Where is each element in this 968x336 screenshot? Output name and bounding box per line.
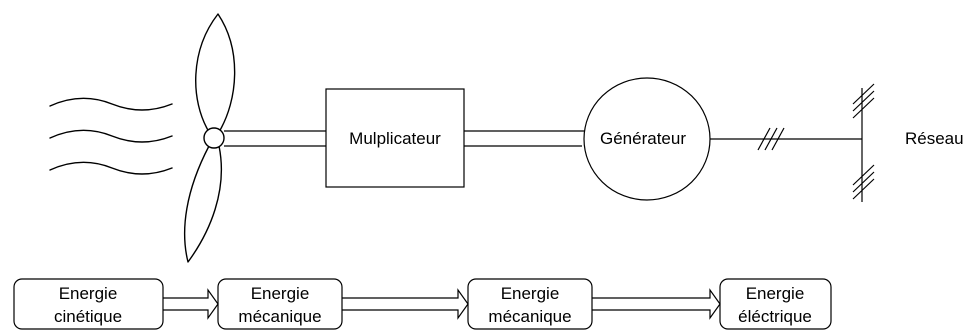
energy-box-1-line1: Energie <box>59 284 118 303</box>
multiplier-label: Mulplicateur <box>349 129 441 148</box>
flow-arrow-3 <box>592 288 721 320</box>
high-speed-shaft <box>464 130 585 147</box>
energy-box-3-line2: mécanique <box>488 307 571 326</box>
energy-box-3-line1: Energie <box>501 284 560 303</box>
low-speed-shaft <box>224 130 326 147</box>
energy-box-3: Energie mécanique <box>467 278 593 330</box>
flow-arrow-2 <box>342 288 469 320</box>
energy-box-2-line2: mécanique <box>238 307 321 326</box>
multiplier-block: Mulplicateur <box>325 88 465 188</box>
energy-box-2: Energie mécanique <box>217 278 343 330</box>
flow-arrow-1 <box>163 288 219 320</box>
turbine-rotor-icon <box>183 13 236 263</box>
generator-label: Générateur <box>600 129 686 148</box>
three-phase-line <box>710 127 862 151</box>
wind-icon <box>49 97 173 175</box>
energy-box-2-line1: Energie <box>251 284 310 303</box>
energy-box-1-line2: cinétique <box>54 307 122 326</box>
energy-box-4-line1: Energie <box>746 284 805 303</box>
energy-box-1: Energie cinétique <box>13 278 164 330</box>
generator-block: Générateur <box>583 77 711 201</box>
grid-label: Réseau <box>905 129 964 148</box>
energy-box-4-line2: éléctrique <box>738 307 812 326</box>
grid-busbar-icon <box>852 83 875 202</box>
energy-box-4: Energie éléctrique <box>719 278 832 330</box>
